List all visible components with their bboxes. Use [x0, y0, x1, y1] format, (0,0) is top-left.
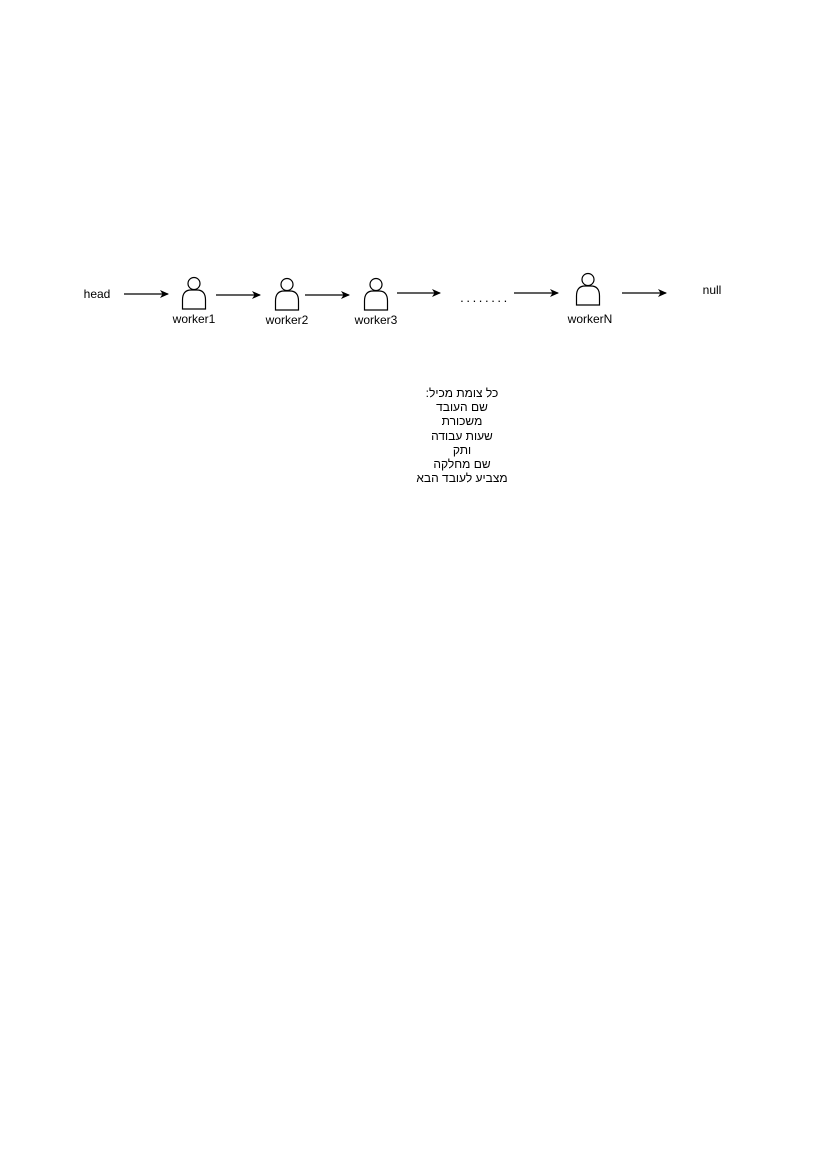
note-line: משכורת	[441, 414, 483, 429]
head-label: head	[83, 287, 111, 301]
note-title: כל צומת מכיל:	[425, 386, 499, 400]
ellipsis: ........	[460, 290, 510, 305]
person-icon	[575, 272, 601, 306]
person-icon	[274, 277, 300, 311]
node-label-worker2: worker2	[265, 313, 309, 327]
person-icon	[363, 277, 389, 311]
null-label: null	[702, 283, 722, 297]
note-line: שעות עבודה	[431, 428, 493, 443]
note-line: ותק	[452, 442, 472, 457]
note-line: מצביע לעובד הבא	[416, 471, 508, 486]
note-line: שם העובד	[436, 400, 488, 415]
node-label-workerN: workerN	[567, 312, 613, 326]
person-icon	[181, 276, 207, 310]
node-contents-note: כל צומת מכיל: שם העובד משכורת שעות עבודה…	[416, 386, 507, 485]
note-line: שם מחלקה	[433, 457, 491, 472]
node-label-worker1: worker1	[172, 312, 216, 326]
node-label-worker3: worker3	[354, 313, 398, 327]
